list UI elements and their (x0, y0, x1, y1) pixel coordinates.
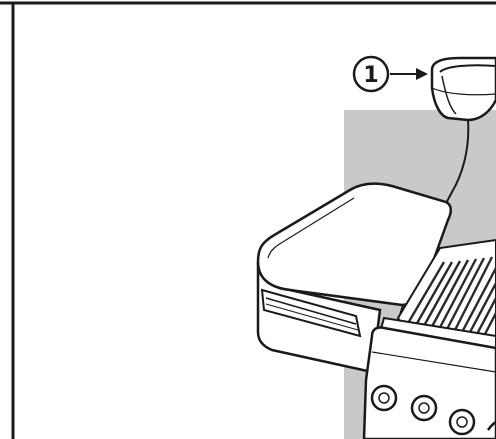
callout-1: 1 (352, 55, 428, 93)
cup-holder (430, 56, 496, 122)
callout-number: 1 (363, 63, 378, 88)
side-shelf (256, 182, 452, 374)
knob-3 (448, 408, 476, 436)
control-knobs (370, 384, 496, 436)
knob-2 (410, 394, 438, 422)
knob-1 (370, 384, 398, 412)
callout-arrowhead (416, 68, 428, 80)
callout-circle (352, 55, 390, 93)
cooking-grate (402, 256, 496, 337)
